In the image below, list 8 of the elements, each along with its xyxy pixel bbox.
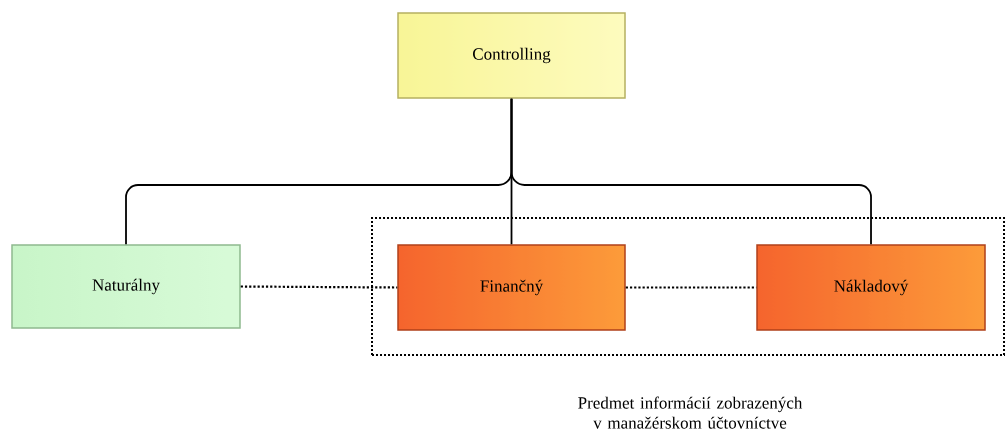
process-box: Controlling xyxy=(397,12,626,99)
process-box: Naturálny xyxy=(11,244,241,329)
connector-line xyxy=(510,97,872,246)
process-box: Finančný xyxy=(397,244,626,331)
group-caption: Predmet informácií zobrazených v manažérskom účtovníctve xyxy=(578,396,803,429)
process-box: Nákladový xyxy=(756,244,986,331)
connector-line xyxy=(240,285,398,289)
connector-line xyxy=(625,286,757,289)
